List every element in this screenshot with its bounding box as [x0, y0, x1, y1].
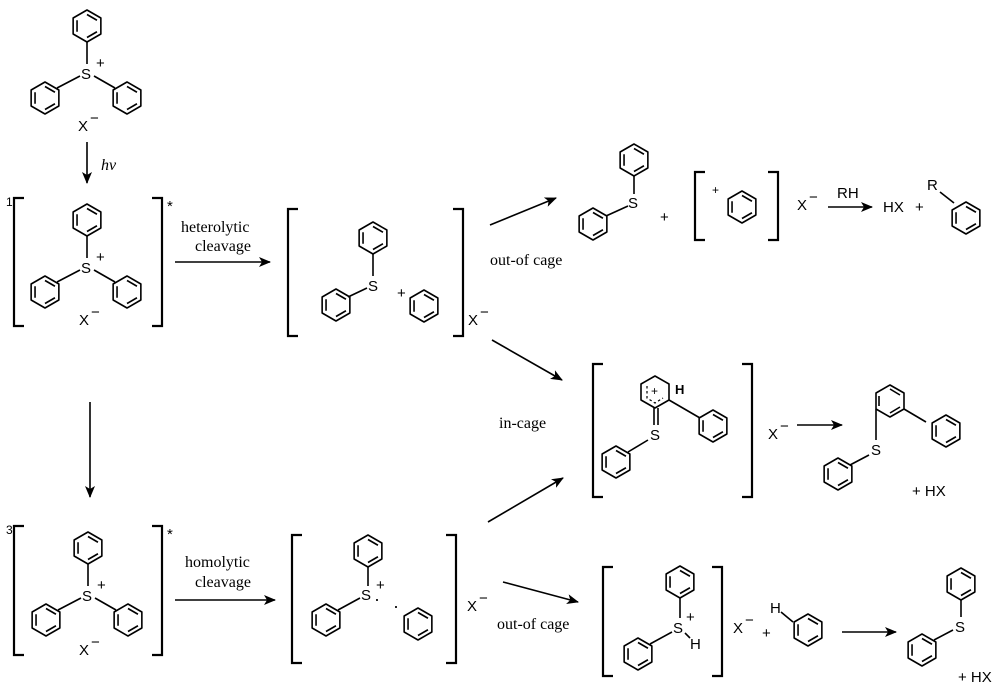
- svg-text:H: H: [770, 600, 781, 617]
- svg-text:+: +: [376, 577, 385, 594]
- plus-sign: +: [660, 209, 669, 226]
- svg-text:X: X: [468, 312, 478, 329]
- svg-text:S: S: [361, 587, 371, 604]
- diphenyl-sulfide-top: S: [578, 143, 649, 241]
- r-group: R: [927, 177, 938, 194]
- singlet-superscript: 1: [6, 195, 13, 209]
- counterion-x: X: [797, 197, 807, 214]
- bracket-right: [446, 533, 458, 665]
- benzene-product: H: [770, 600, 823, 647]
- bracket-left: [12, 196, 24, 328]
- homolytic-cleavage-label: cleavage: [195, 574, 251, 591]
- heterolytic-cleavage-label: cleavage: [195, 238, 251, 255]
- out-of-cage-arrow-bottom: [502, 581, 579, 604]
- heterolytic-label: heterolytic: [181, 219, 249, 236]
- bracket-left: [591, 362, 603, 499]
- light-label: hv: [101, 157, 117, 174]
- bracket-right: [152, 196, 164, 328]
- svg-text:−: −: [91, 304, 100, 321]
- svg-text:+: +: [97, 577, 106, 594]
- svg-text:X: X: [467, 598, 477, 615]
- out-of-cage-label-top: out-of cage: [490, 252, 562, 269]
- svg-text:S: S: [871, 442, 881, 459]
- plus-hx-label: + HX: [958, 669, 992, 686]
- svg-text:+: +: [651, 384, 658, 398]
- diphenyl-sulfide-bottom: S: [907, 567, 976, 667]
- svg-text:S: S: [628, 195, 638, 212]
- svg-text:−: −: [91, 634, 100, 651]
- out-of-cage-arrow-top: [489, 197, 557, 226]
- in-cage-arrow-top: [491, 339, 563, 381]
- counterion-x: X: [78, 118, 88, 135]
- out-of-cage-label-bottom: out-of cage: [497, 616, 569, 633]
- svg-text:S: S: [650, 427, 660, 444]
- bracket-left: [12, 524, 24, 657]
- homolytic-label: homolytic: [185, 554, 250, 571]
- svg-text:H: H: [690, 636, 701, 653]
- svg-text:−: −: [480, 304, 489, 321]
- excited-star: *: [167, 526, 173, 543]
- svg-text:+: +: [686, 609, 695, 626]
- phenylthio-biphenyl-product: S: [823, 384, 961, 491]
- in-cage-arrow-bottom: [487, 477, 564, 523]
- cation-charge: +: [96, 55, 105, 72]
- svg-text:X: X: [79, 642, 89, 659]
- sulfur-atom: S: [81, 66, 91, 83]
- bracket-right: [453, 207, 465, 338]
- bracket-left: [286, 207, 298, 338]
- arenium-intermediate: + H S: [591, 362, 754, 499]
- radical-cation-pair: S + · · X −: [290, 533, 488, 665]
- svg-text:+: +: [712, 183, 719, 197]
- protonated-diphenyl-sulfide: S + H: [601, 565, 724, 678]
- bracket-right: [712, 565, 724, 678]
- triplet-excited-state: 3 * S + X −: [6, 523, 173, 659]
- svg-text:+: +: [397, 285, 406, 302]
- bracket-left: [290, 533, 302, 665]
- svg-text:S: S: [368, 278, 378, 295]
- bracket-left: [693, 170, 705, 242]
- counterion-charge: −: [809, 189, 818, 206]
- bracket-left: [601, 565, 613, 678]
- triplet-superscript: 3: [6, 523, 13, 537]
- svg-text:S: S: [673, 620, 683, 637]
- plus-hx-label: + HX: [912, 483, 946, 500]
- svg-text:·: ·: [393, 596, 399, 616]
- rh-label: RH: [837, 185, 859, 202]
- counterion-charge: −: [745, 612, 754, 629]
- hx-label: HX: [883, 199, 904, 216]
- svg-text:+: +: [915, 199, 924, 216]
- counterion-x: X: [733, 620, 743, 637]
- bracket-right: [768, 170, 780, 242]
- counterion-charge: −: [90, 110, 99, 127]
- triphenylsulfonium-salt: S + X −: [30, 9, 142, 135]
- alkylbenzene: R: [927, 177, 981, 235]
- svg-text:·: ·: [374, 589, 380, 609]
- svg-text:S: S: [82, 588, 92, 605]
- counterion-charge: −: [780, 418, 789, 435]
- in-cage-label: in-cage: [499, 415, 546, 432]
- svg-text:H: H: [675, 382, 684, 397]
- svg-text:−: −: [479, 590, 488, 607]
- svg-text:+: +: [762, 625, 771, 642]
- excited-star: *: [167, 198, 173, 215]
- svg-text:X: X: [79, 312, 89, 329]
- bracket-right: [152, 524, 164, 657]
- svg-text:S: S: [81, 260, 91, 277]
- phenyl-cation: +: [693, 170, 780, 242]
- phenyl-cation-pair: S + X −: [286, 207, 489, 338]
- bracket-right: [742, 362, 754, 499]
- svg-text:+: +: [96, 249, 105, 266]
- counterion-x: X: [768, 426, 778, 443]
- svg-text:S: S: [955, 619, 965, 636]
- singlet-excited-state: 1 * S + X −: [6, 195, 173, 329]
